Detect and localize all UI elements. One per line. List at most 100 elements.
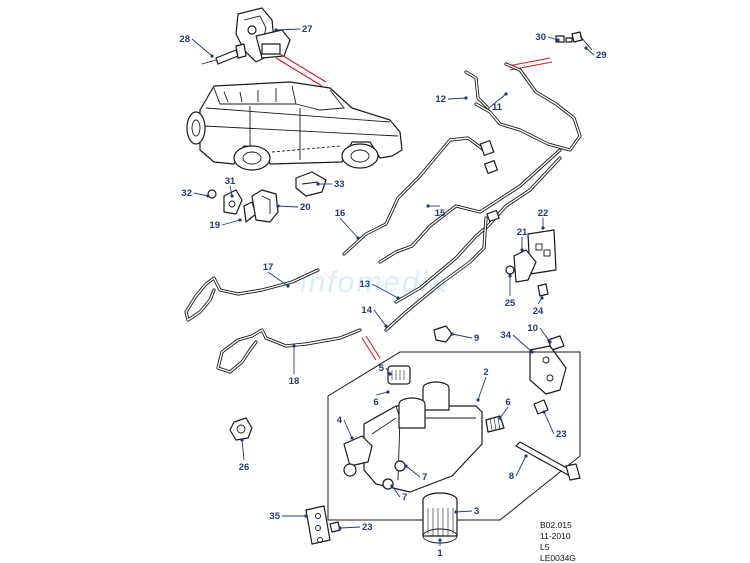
callout-label-17: 17 xyxy=(263,262,274,273)
brake-pipes xyxy=(184,62,582,374)
watermark-text: infomedia xyxy=(300,266,448,299)
callout-leader-12 xyxy=(447,97,467,100)
callout-label-28: 28 xyxy=(179,34,190,45)
callout-dot-26 xyxy=(240,438,244,442)
callout-leader-10 xyxy=(539,327,551,343)
callout-label-16: 16 xyxy=(335,208,346,219)
nut-26 xyxy=(229,417,253,441)
callout-dot-19 xyxy=(238,218,242,222)
vehicle-illustration xyxy=(186,81,403,171)
callout-dot-32 xyxy=(206,194,210,198)
reference-code-1: B02.015 xyxy=(540,520,572,530)
callout-dot-8 xyxy=(524,454,528,458)
callout-dot-2 xyxy=(476,398,480,402)
callout-leader-13 xyxy=(371,283,399,299)
top-mount-assembly xyxy=(201,7,291,65)
callout-leader-2 xyxy=(477,376,487,401)
callout-leader-34 xyxy=(512,334,533,353)
callout-label-26: 26 xyxy=(239,462,250,473)
callout-leader-31 xyxy=(229,185,233,197)
callout-label-9: 9 xyxy=(474,333,479,344)
callout-leader-6 xyxy=(499,406,509,419)
reference-date: 11-2010 xyxy=(540,531,571,541)
callout-dot-1 xyxy=(438,538,442,542)
callout-dot-10 xyxy=(548,340,552,344)
clip-group-left xyxy=(207,171,327,223)
callout-label-10: 10 xyxy=(527,323,538,334)
callout-dot-7 xyxy=(390,484,394,488)
callout-dot-18 xyxy=(292,344,296,348)
callout-leader-3 xyxy=(455,510,473,513)
callout-label-22: 22 xyxy=(538,208,549,219)
callout-dot-29 xyxy=(584,46,588,50)
callout-label-7: 7 xyxy=(422,472,427,483)
callout-label-13: 13 xyxy=(359,279,370,290)
callout-dot-16 xyxy=(356,236,360,240)
callout-leader-17 xyxy=(267,271,289,287)
callout-dot-22 xyxy=(541,226,545,230)
callout-label-24: 24 xyxy=(533,306,544,317)
callout-dot-15 xyxy=(426,204,430,208)
callout-dot-28 xyxy=(210,54,214,58)
callout-leader-26 xyxy=(241,439,245,461)
callout-leader-8 xyxy=(515,455,527,477)
callout-label-23: 23 xyxy=(362,522,373,533)
fitting-29-30 xyxy=(555,31,593,51)
callout-leader-7 xyxy=(405,465,421,478)
callout-label-35: 35 xyxy=(269,511,280,522)
callout-leader-32 xyxy=(193,192,209,197)
callout-label-30: 30 xyxy=(535,32,546,43)
callout-label-3: 3 xyxy=(474,506,479,517)
callout-leader-14 xyxy=(373,309,387,327)
callout-dot-4 xyxy=(350,436,354,440)
callout-label-11: 11 xyxy=(492,102,503,113)
reference-code-2: L5 xyxy=(540,542,550,552)
callout-dot-5 xyxy=(388,372,392,376)
callout-dot-34 xyxy=(530,350,534,354)
callout-label-14: 14 xyxy=(361,305,372,316)
callout-dot-11 xyxy=(504,92,508,96)
callout-label-23: 23 xyxy=(556,429,567,440)
callout-label-4: 4 xyxy=(337,415,343,426)
callout-dot-20 xyxy=(276,204,280,208)
callout-label-29: 29 xyxy=(596,50,607,61)
callout-leader-23 xyxy=(543,411,555,435)
callout-dot-12 xyxy=(464,96,468,100)
callout-dot-3 xyxy=(454,510,458,514)
callout-leader-28 xyxy=(191,38,213,57)
callout-label-27: 27 xyxy=(302,24,313,35)
callout-label-25: 25 xyxy=(505,298,516,309)
callout-label-6: 6 xyxy=(505,397,510,408)
callout-leader-30 xyxy=(547,36,559,41)
callout-label-12: 12 xyxy=(435,94,446,105)
callout-dot-25 xyxy=(508,274,512,278)
callout-label-1: 1 xyxy=(437,548,443,559)
callout-dot-24 xyxy=(540,296,544,300)
callout-dot-23 xyxy=(542,410,546,414)
callout-leader-29 xyxy=(585,47,595,56)
callout-label-34: 34 xyxy=(500,330,511,341)
callout-dot-33 xyxy=(316,182,320,186)
callout-dot-35 xyxy=(304,514,308,518)
callout-label-32: 32 xyxy=(181,188,192,199)
callout-leader-16 xyxy=(339,217,359,239)
callout-dot-30 xyxy=(556,38,560,42)
callout-leader-20 xyxy=(277,205,299,208)
callout-label-5: 5 xyxy=(379,363,385,374)
callout-leader-7 xyxy=(391,485,401,498)
callout-label-6: 6 xyxy=(373,397,378,408)
callout-label-21: 21 xyxy=(517,227,528,238)
reference-code-3: LE0034G xyxy=(540,553,576,563)
callout-leader-9 xyxy=(451,333,473,339)
callout-label-2: 2 xyxy=(483,367,488,378)
bracket-35 xyxy=(305,505,341,545)
callout-leader-11 xyxy=(489,93,507,108)
callout-dot-17 xyxy=(286,284,290,288)
modulator-frame xyxy=(327,351,581,521)
callout-label-18: 18 xyxy=(289,376,300,387)
callout-label-8: 8 xyxy=(509,471,514,482)
callout-label-31: 31 xyxy=(225,176,236,187)
